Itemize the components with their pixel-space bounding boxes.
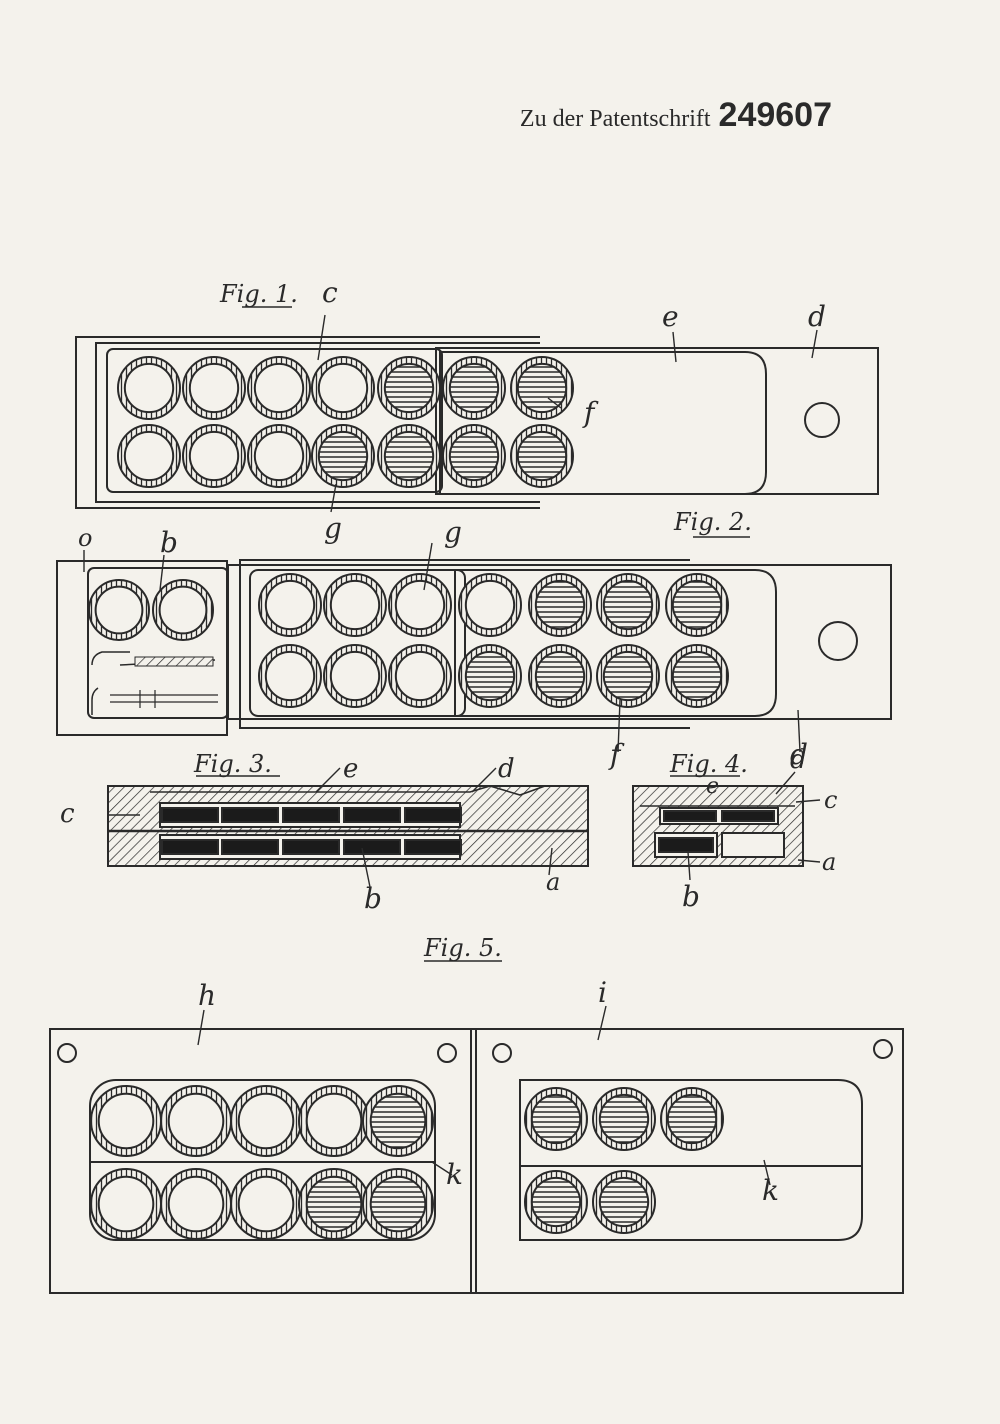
label-k-fig5: k xyxy=(762,1174,779,1207)
battery-cell xyxy=(458,573,522,637)
battery-cell xyxy=(152,579,214,641)
patent-header-prefix: Zu der Patentschrift xyxy=(519,106,711,132)
battery-cell xyxy=(247,356,311,420)
label-f: f xyxy=(582,396,599,429)
battery-cell xyxy=(230,1085,302,1157)
label-c-fig4: c xyxy=(824,786,837,814)
cell-section xyxy=(663,810,717,822)
battery-cell xyxy=(458,644,522,708)
label-b-fig4: b xyxy=(682,880,700,913)
battery-cell xyxy=(442,424,506,488)
battery-cell xyxy=(323,573,387,637)
label-b: b xyxy=(160,526,178,559)
figure-4-label: Fig. 4. xyxy=(669,750,748,778)
battery-cell xyxy=(528,644,592,708)
cell-section xyxy=(658,837,714,853)
label-e-fig4: e xyxy=(706,774,719,799)
cell-section xyxy=(282,839,340,855)
figure-3-label: Fig. 3. xyxy=(193,750,272,778)
battery-cell xyxy=(117,356,181,420)
battery-cell xyxy=(665,644,729,708)
label-i: i xyxy=(598,976,607,1009)
cell-section xyxy=(282,807,340,823)
battery-cell xyxy=(182,424,246,488)
battery-cell xyxy=(524,1087,588,1151)
cell-section xyxy=(161,839,219,855)
figure-1-label: Fig. 1. xyxy=(219,280,298,308)
label-d-fig3: d xyxy=(498,754,515,784)
label-o: o xyxy=(78,524,92,552)
battery-cell xyxy=(592,1170,656,1234)
battery-cell xyxy=(298,1168,370,1240)
battery-cell xyxy=(258,644,322,708)
figure-2 xyxy=(56,559,892,736)
cell-section xyxy=(161,807,219,823)
label-f-fig2: f xyxy=(608,738,625,771)
figure-1 xyxy=(75,336,879,509)
patent-header: Zu der Patentschrift 249607 xyxy=(0,96,832,135)
label-g: g xyxy=(324,512,342,545)
battery-cell xyxy=(258,573,322,637)
battery-cell xyxy=(524,1170,588,1234)
battery-cell xyxy=(90,1085,162,1157)
battery-cell xyxy=(596,573,660,637)
battery-cell xyxy=(311,356,375,420)
battery-cell xyxy=(510,356,574,420)
cell-section xyxy=(404,839,462,855)
label-d-fig4: d xyxy=(790,745,807,775)
label-a-fig3: a xyxy=(546,868,560,896)
battery-cell xyxy=(323,644,387,708)
figure-5-label: Fig. 5. xyxy=(423,934,502,962)
label-c-fig3: c xyxy=(60,799,75,829)
battery-cell xyxy=(88,579,150,641)
battery-cell xyxy=(388,644,452,708)
battery-cell xyxy=(247,424,311,488)
battery-cell xyxy=(665,573,729,637)
battery-cell xyxy=(528,573,592,637)
battery-cell xyxy=(660,1087,724,1151)
patent-number: 249607 xyxy=(718,96,832,134)
battery-cell xyxy=(442,356,506,420)
battery-cell xyxy=(298,1085,370,1157)
battery-cell xyxy=(311,424,375,488)
label-d: d xyxy=(808,300,826,333)
cell-section xyxy=(221,839,279,855)
label-e: e xyxy=(662,300,679,333)
label-d-fig2: d xyxy=(790,738,808,771)
battery-cell xyxy=(117,424,181,488)
label-a-fig4: a xyxy=(822,848,836,876)
battery-cell xyxy=(510,424,574,488)
label-h: h xyxy=(198,979,216,1012)
label-g-fig2: g xyxy=(444,516,462,549)
label-e-fig3: e xyxy=(343,754,358,784)
battery-cell xyxy=(362,1168,434,1240)
label-b-fig3: b xyxy=(364,882,382,915)
battery-cell xyxy=(182,356,246,420)
cell-section xyxy=(343,807,401,823)
label-c: c xyxy=(322,276,338,309)
battery-cell xyxy=(377,356,441,420)
figure-2-label: Fig. 2. xyxy=(673,508,752,536)
battery-cell xyxy=(388,573,452,637)
figure-5 xyxy=(49,1028,904,1294)
battery-cell xyxy=(362,1085,434,1157)
label-k: k xyxy=(446,1158,463,1191)
cell-section xyxy=(221,807,279,823)
battery-cell xyxy=(592,1087,656,1151)
cell-section xyxy=(721,810,775,822)
battery-cell xyxy=(377,424,441,488)
cell-section xyxy=(404,807,462,823)
battery-cell xyxy=(160,1085,232,1157)
battery-cell xyxy=(230,1168,302,1240)
battery-cell xyxy=(596,644,660,708)
cell-section xyxy=(343,839,401,855)
